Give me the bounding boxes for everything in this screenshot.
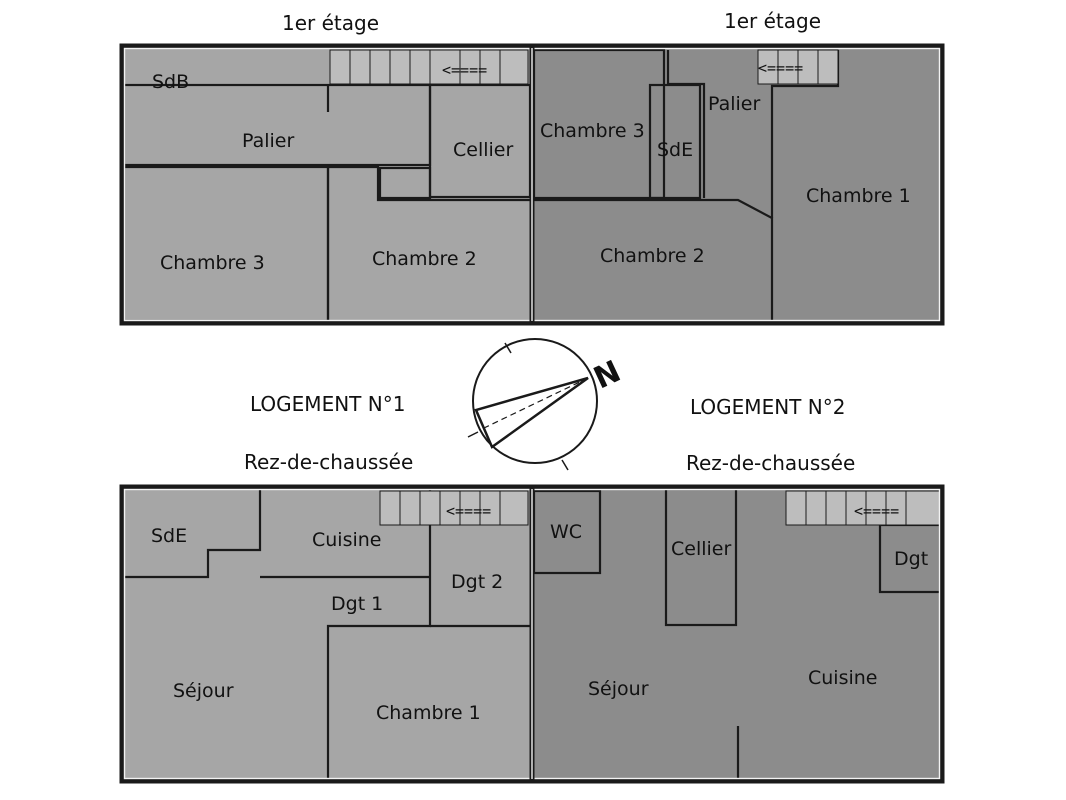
- header-upper-left: 1er étage: [282, 11, 379, 35]
- label-sejour-lower-left: Séjour: [173, 680, 234, 702]
- wall-chambre2-upper-right: [534, 198, 774, 321]
- stair-arrow-lower-right: <====: [854, 502, 899, 520]
- upper-floor: <==== <==== SdB Palier Cellier Chambre 3…: [119, 43, 945, 326]
- closet-upper-left: [378, 166, 432, 200]
- stairs-lower-right: [785, 490, 941, 526]
- stairs-lower-left: [379, 490, 529, 526]
- stair-arrow-upper-left: <====: [442, 61, 487, 79]
- label-wc-lower-right: WC: [550, 521, 582, 543]
- header-logement1: LOGEMENT N°1: [250, 392, 405, 416]
- label-sde-upper-right: SdE: [657, 139, 693, 161]
- stair-arrow-lower-left: <====: [446, 502, 491, 520]
- stair-arrow-upper-right: <====: [758, 59, 803, 77]
- header-lower-left: Rez-de-chaussée: [244, 450, 413, 474]
- wall-chambre1-lower-left: [326, 489, 432, 779]
- label-sdb: SdB: [152, 71, 189, 93]
- wall-chambre2-upper-left: [328, 165, 530, 202]
- stairs-upper-right: [757, 49, 839, 85]
- label-dgt2-lower-left: Dgt 2: [451, 571, 503, 593]
- header-upper-right: 1er étage: [724, 9, 821, 33]
- header-lower-right: Rez-de-chaussée: [686, 451, 855, 475]
- label-dgt1-lower-left: Dgt 1: [331, 593, 383, 615]
- label-dgt-lower-right: Dgt: [894, 548, 928, 570]
- label-chambre1-upper-right: Chambre 1: [806, 185, 911, 207]
- label-palier-upper-left: Palier: [242, 130, 294, 152]
- label-palier-upper-right: Palier: [708, 93, 760, 115]
- label-chambre1-lower-left: Chambre 1: [376, 702, 481, 724]
- label-cellier-lower-right: Cellier: [671, 538, 731, 560]
- north-arrow-icon: N: [467, 338, 626, 471]
- label-chambre2-upper-left: Chambre 2: [372, 248, 477, 270]
- label-cuisine-lower-left: Cuisine: [312, 529, 382, 551]
- label-chambre3-upper-left: Chambre 3: [160, 252, 265, 274]
- label-chambre2-upper-right: Chambre 2: [600, 245, 705, 267]
- label-sde-lower-left: SdE: [151, 525, 187, 547]
- header-logement2: LOGEMENT N°2: [690, 395, 845, 419]
- wall-sde-lower-left: [124, 489, 262, 579]
- label-sejour-lower-right: Séjour: [588, 678, 649, 700]
- label-cuisine-lower-right: Cuisine: [808, 667, 878, 689]
- wall-divider: [666, 50, 706, 198]
- label-chambre3-upper-right: Chambre 3: [540, 120, 645, 142]
- stairs-upper-left: [329, 49, 529, 85]
- lower-floor: <==== <==== SdE Cuisine Dgt 1 Dgt 2 Séjo…: [119, 484, 945, 784]
- label-cellier-upper-left: Cellier: [453, 139, 513, 161]
- upper-right-floor: [532, 48, 942, 321]
